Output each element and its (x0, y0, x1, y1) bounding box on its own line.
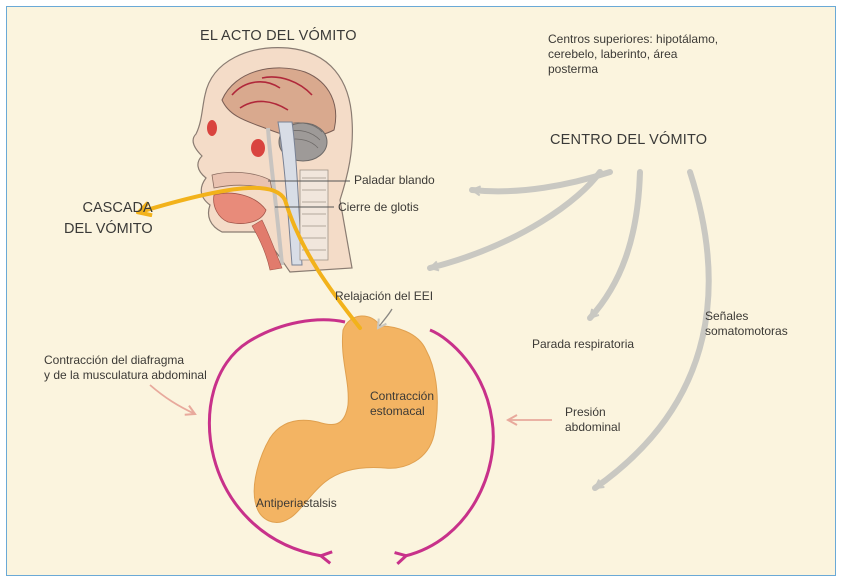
stomach-contraction-label: Contracción estomacal (370, 389, 435, 418)
eei-relaxation-label: Relajación del EEI (335, 289, 434, 303)
antiperistalsis-label: Antiperiastalsis (256, 496, 337, 510)
soft-palate-label: Paladar blando (354, 173, 435, 187)
higher-centers-label: Centros superiores: hipotálamo, cerebelo… (548, 32, 719, 76)
arrow-to-respiratory-arrest (587, 169, 643, 321)
abdominal-pressure-right-arc (405, 328, 495, 556)
diaphragm-contraction-label: Contracción del diafragma y de la muscul… (44, 353, 207, 382)
figure-frame (6, 6, 836, 576)
abdominal-pressure-label: Presión abdominal (565, 405, 621, 434)
vomiting-cascade-label: CASCADA DEL VÓMITO (64, 200, 153, 237)
diaphragm-pressure-arrow (149, 384, 195, 414)
diagram-title: EL ACTO DEL VÓMITO (200, 28, 357, 44)
abdominal-pressure-left-arc (207, 318, 346, 556)
arrow-to-somatomotor (592, 169, 712, 491)
head-illustration (192, 47, 353, 273)
glottis-closure-label: Cierre de glotis (338, 200, 419, 214)
vomiting-center-label: CENTRO DEL VÓMITO (550, 132, 708, 148)
respiratory-arrest-label: Parada respiratoria (532, 337, 635, 351)
vomit-path-arrow (140, 185, 362, 330)
arrow-to-eei (427, 169, 603, 268)
stomach-illustration (253, 315, 438, 523)
eei-pointer-arrow (378, 308, 393, 328)
somatomotor-signals-label: Señales somatomotoras (705, 309, 788, 338)
